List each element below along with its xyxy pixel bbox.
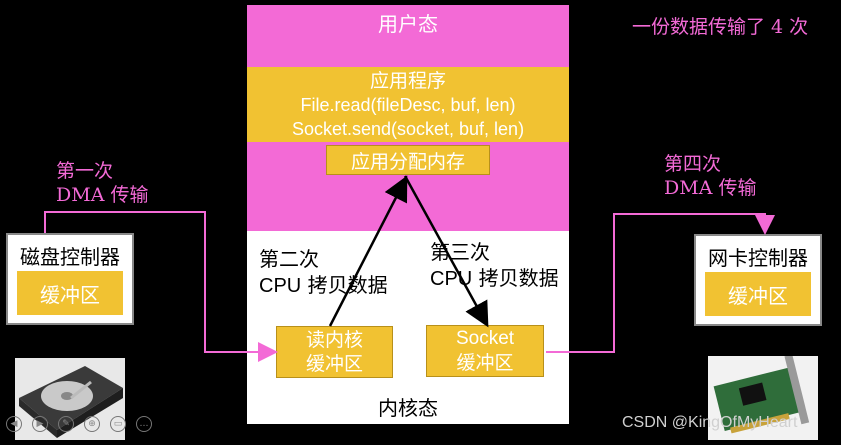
read-call: File.read(fileDesc, buf, len)	[300, 94, 516, 115]
watermark: CSDN @KingOfMyHeart	[622, 414, 798, 431]
second-copy-arrow	[328, 175, 408, 327]
zoom-icon[interactable]: ⊕	[84, 416, 100, 432]
application-box: 应用程序 File.read(fileDesc, buf, len) Socke…	[247, 67, 569, 142]
more-icon[interactable]: …	[136, 416, 152, 432]
player-controls[interactable]: ◀ ▶ ✎ ⊕ ▭ …	[6, 416, 152, 432]
third-copy-note: 第三次 CPU 拷贝数据	[430, 239, 575, 292]
disk-controller-buffer: 缓冲区	[17, 271, 123, 315]
next-icon[interactable]: ▶	[32, 416, 48, 432]
fourth-dma-arrow	[546, 213, 775, 353]
application-title: 应用程序	[369, 69, 446, 92]
kernel-read-buffer-line1: 读内核	[305, 329, 363, 351]
disk-controller: 磁盘控制器 缓冲区	[6, 233, 134, 325]
disk-controller-title: 磁盘控制器	[20, 245, 120, 269]
third-copy-desc: 拷贝数据	[472, 266, 559, 290]
user-space-label: 用户态	[378, 11, 438, 36]
second-copy-title: 第二次	[259, 247, 319, 271]
first-dma-title: 第一次	[56, 160, 114, 182]
third-copy-cpu: CPU	[430, 268, 473, 290]
first-dma-desc: DMA 传输	[56, 184, 149, 206]
subtitle-icon[interactable]: ▭	[110, 416, 126, 432]
socket-buffer-line1: Socket	[455, 328, 515, 349]
nic-controller-buffer: 缓冲区	[705, 272, 811, 316]
app-allocated-memory: 应用分配内存	[326, 145, 490, 175]
nic-controller-title: 网卡控制器	[708, 246, 808, 270]
third-copy-title: 第三次	[430, 240, 490, 264]
fourth-dma-title: 第四次	[664, 153, 722, 175]
socket-buffer-line2: 缓冲区	[456, 352, 514, 374]
third-copy-arrow	[403, 175, 489, 328]
second-copy-note: 第二次 CPU 拷贝数据	[259, 246, 419, 299]
kernel-space-label: 内核态	[378, 395, 438, 420]
send-call: Socket.send(socket, buf, len)	[291, 118, 525, 139]
first-dma-arrow	[44, 211, 278, 362]
summary-note: 一份数据传输了 4 次	[632, 16, 809, 38]
kernel-read-buffer-line2: 缓冲区	[305, 353, 363, 375]
nic-controller: 网卡控制器 缓冲区	[694, 234, 822, 326]
network-card-image	[708, 354, 818, 440]
fourth-dma-desc: DMA 传输	[664, 177, 757, 199]
kernel-read-buffer: 读内核 缓冲区	[276, 326, 393, 378]
pen-icon[interactable]: ✎	[58, 416, 74, 432]
second-copy-cpu: CPU	[259, 275, 302, 297]
fourth-dma-note: 第四次 DMA 传输	[664, 152, 814, 200]
previous-icon[interactable]: ◀	[6, 416, 22, 432]
socket-buffer: Socket 缓冲区	[426, 325, 544, 377]
first-dma-note: 第一次 DMA 传输	[56, 159, 206, 207]
